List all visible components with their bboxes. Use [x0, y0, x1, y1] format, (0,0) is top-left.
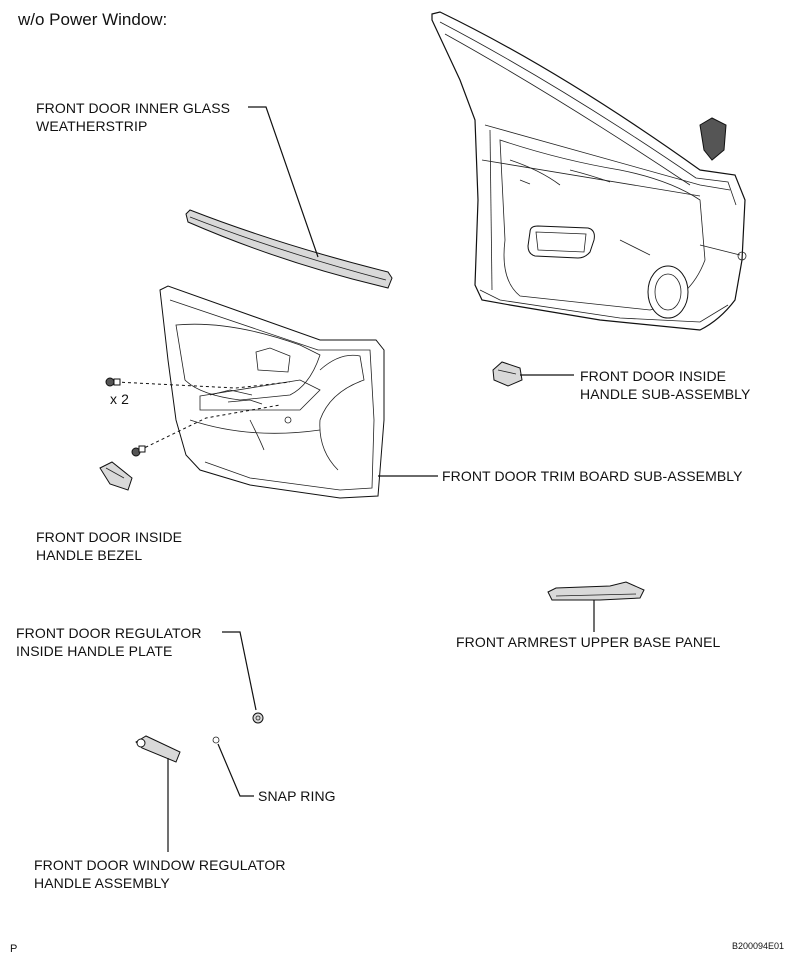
armrest-upper-base-panel-part: [547, 581, 645, 601]
window-regulator-handle-part: [135, 735, 181, 763]
label-line: FRONT DOOR REGULATOR: [16, 625, 202, 641]
clip-guide-line-lower: [139, 404, 281, 451]
inner-glass-weatherstrip-part: [185, 209, 393, 289]
label-line: FRONT DOOR INSIDE: [36, 529, 183, 545]
clip-guide-line-upper: [115, 381, 291, 389]
clip-fastener-lower: [131, 445, 146, 457]
label-regulator-plate: FRONT DOOR REGULATOR INSIDE HANDLE PLATE: [16, 624, 202, 660]
inside-handle-bezel-part: [99, 461, 133, 491]
label-line: HANDLE ASSEMBLY: [34, 875, 170, 891]
label-line: FRONT DOOR INSIDE: [580, 368, 727, 384]
label-line: FRONT DOOR INNER GLASS: [36, 100, 231, 116]
front-door-frame: [431, 11, 747, 331]
inside-handle-subassembly-part: [492, 361, 523, 387]
leader-regulator-plate: [222, 631, 257, 711]
label-armrest-panel: FRONT ARMREST UPPER BASE PANEL: [456, 634, 721, 650]
clip-fastener-upper: [105, 377, 121, 387]
label-inside-handle-subassembly: FRONT DOOR INSIDE HANDLE SUB-ASSEMBLY: [580, 367, 750, 403]
label-trim-board: FRONT DOOR TRIM BOARD SUB-ASSEMBLY: [442, 468, 743, 484]
leader-snap-ring: [217, 743, 254, 797]
leader-weatherstrip: [248, 106, 319, 258]
snap-ring-part: [212, 736, 220, 744]
label-line: HANDLE BEZEL: [36, 547, 143, 563]
label-clip-count: x 2: [110, 391, 129, 407]
regulator-inside-handle-plate-part: [252, 712, 264, 724]
label-line: WEATHERSTRIP: [36, 118, 148, 134]
label-inside-handle-bezel: FRONT DOOR INSIDE HANDLE BEZEL: [36, 528, 182, 564]
figure-id: B200094E01: [732, 941, 785, 951]
label-inner-glass-weatherstrip: FRONT DOOR INNER GLASS WEATHERSTRIP: [36, 99, 230, 135]
diagram-title: w/o Power Window:: [18, 10, 168, 29]
label-line: HANDLE SUB-ASSEMBLY: [580, 386, 751, 402]
trim-board-part: [159, 285, 385, 499]
label-snap-ring: SNAP RING: [258, 788, 336, 804]
label-line: INSIDE HANDLE PLATE: [16, 643, 173, 659]
footer-mark: P: [10, 943, 18, 955]
label-line: FRONT DOOR WINDOW REGULATOR: [34, 857, 286, 873]
label-regulator-handle: FRONT DOOR WINDOW REGULATOR HANDLE ASSEM…: [34, 856, 286, 892]
